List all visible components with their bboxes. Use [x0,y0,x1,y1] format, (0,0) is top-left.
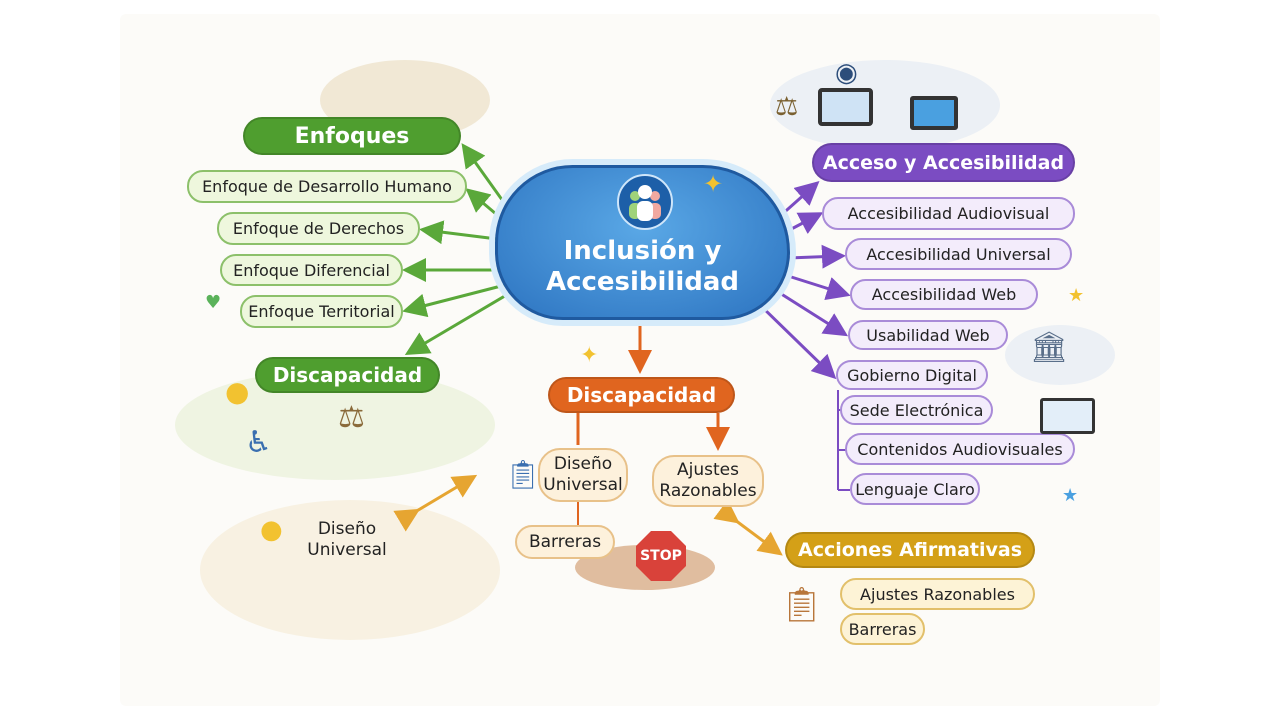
document-icon [1040,398,1095,434]
scales-icon: ⚖ [775,92,799,122]
acciones-afirmativas-node[interactable]: Acciones Afirmativas [785,532,1035,568]
star-icon: ★ [1068,285,1085,306]
government-building-icon: 🏛︎ [1030,330,1069,365]
devices-illustration [770,60,1000,150]
acceso-item[interactable]: Usabilidad Web [848,320,1008,350]
diseno-universal-label: Diseño Universal [307,519,387,560]
acceso-item[interactable]: Accesibilidad Web [850,279,1038,310]
acceso-item[interactable]: Accesibilidad Universal [845,238,1072,270]
enfoques-node[interactable]: Enfoques [243,117,461,155]
star-icon: ★ [1062,485,1079,506]
diseno-universal-node[interactable]: Diseño Universal [538,448,628,502]
lightbulb-icon: ● [260,515,283,545]
heart-icon: ♥ [205,292,222,313]
people-group-icon [617,174,673,230]
enfoque-item[interactable]: Enfoque de Derechos [217,212,420,245]
acceso-item[interactable]: Lenguaje Claro [850,473,980,505]
acciones-item[interactable]: Ajustes Razonables [840,578,1035,610]
sparkle-icon: ✦ [580,343,599,368]
sparkle-icon: ✦ [703,170,724,198]
wheelchair-icon: ♿ [245,425,272,460]
acceso-accesibilidad-node[interactable]: Acceso y Accesibilidad [812,143,1075,182]
acciones-item[interactable]: Barreras [840,613,925,645]
acceso-item[interactable]: Accesibilidad Audiovisual [822,197,1075,230]
government-building-illustration [1005,325,1115,385]
acceso-item[interactable]: Gobierno Digital [836,360,988,390]
stop-sign-icon: STOP [636,531,686,581]
acceso-item[interactable]: Sede Electrónica [840,395,993,425]
laptop-icon [910,96,958,130]
lightbulb-icon: ● [225,375,250,408]
discapacidad-center-node[interactable]: Discapacidad [548,377,735,413]
enfoque-item[interactable]: Enfoque Territorial [240,295,403,328]
enfoque-item[interactable]: Enfoque Diferencial [220,254,403,286]
clipboard-icon: 📋︎ [505,458,541,491]
scales-icon: ⚖ [338,400,365,435]
acceso-item[interactable]: Contenidos Audiovisuales [845,433,1075,465]
eye-icon: ◉ [835,58,858,88]
enfoque-item[interactable]: Enfoque de Desarrollo Humano [187,170,467,203]
barreras-node[interactable]: Barreras [515,525,615,559]
ajustes-razonables-node[interactable]: Ajustes Razonables [652,455,764,507]
monitor-icon [818,88,873,126]
discapacidad-left-node[interactable]: Discapacidad [255,357,440,393]
clipboard-icon: 📋︎ [780,585,824,625]
